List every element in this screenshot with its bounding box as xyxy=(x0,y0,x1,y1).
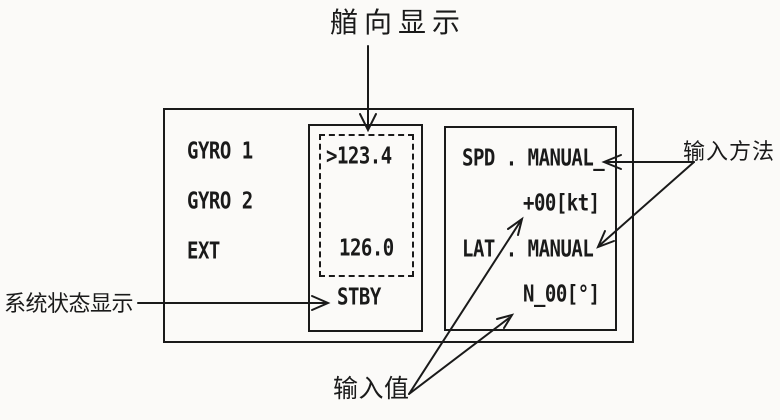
source-label-gyro1: GYRO 1 xyxy=(187,137,253,165)
callout-input-value: 输入值 xyxy=(333,376,410,403)
source-label-ext: EXT xyxy=(187,237,220,265)
speed-mode-line: SPD . MANUAL_ xyxy=(462,144,605,172)
heading-display-dashed-box xyxy=(319,134,414,277)
heading-value-selected: >123.4 xyxy=(326,142,392,170)
heading-value-ext: 126.0 xyxy=(339,234,394,262)
source-label-gyro2: GYRO 2 xyxy=(187,187,253,215)
speed-value: +00[kt] xyxy=(523,189,600,217)
callout-system-status-display: 系统状态显示 xyxy=(4,291,134,316)
callout-input-method: 输入方法 xyxy=(683,139,776,164)
system-status-value: STBY xyxy=(337,283,381,311)
callout-heading-display: 艏向显示 xyxy=(330,8,467,39)
latitude-value: N_00[°] xyxy=(523,280,600,308)
latitude-mode-line: LAT . MANUAL xyxy=(462,235,594,263)
